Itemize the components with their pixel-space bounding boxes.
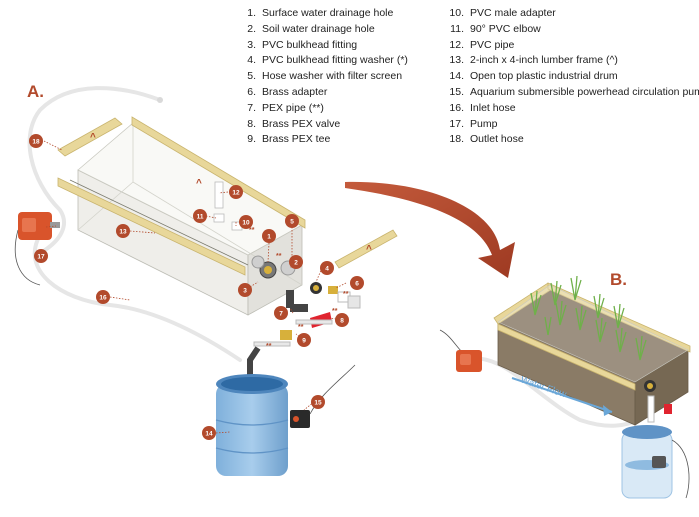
badge-14: 14 [202,426,216,440]
legend-item: 16.Inlet hose [449,101,516,114]
badge-18: 18 [29,134,43,148]
legend-item: 13.2-inch x 4-inch lumber frame (^) [449,54,618,67]
panel-label-a: A. [27,82,44,101]
badge-3: 3 [238,283,252,297]
svg-text:5: 5 [290,219,294,226]
badge-16: 16 [96,290,110,304]
legend-item: 11.90° PVC elbow [450,22,541,35]
transition-arrow [345,181,515,278]
svg-text:3: 3 [243,288,247,295]
svg-text:12: 12 [232,190,240,197]
svg-text:8: 8 [340,318,344,325]
legend-item: 12.PVC pipe [449,38,515,51]
svg-text:11: 11 [197,214,204,221]
badge-1: 1 [262,229,276,243]
badge-9: 9 [297,333,311,347]
svg-text:9: 9 [302,338,306,345]
svg-text:4: 4 [325,266,329,273]
caret-mark: ^ [366,244,372,255]
double-star-mark: ** [343,291,349,298]
double-star-mark: ** [332,308,338,315]
plants [530,275,647,361]
badge-2: 2 [289,255,303,269]
svg-text:7: 7 [279,311,283,318]
legend-item: 10.PVC male adapter [449,7,556,19]
outlet-hose-end [157,97,163,103]
aquarium-pump [290,364,356,428]
svg-text:6: 6 [355,281,359,288]
legend-item: 6.Brass adapter [247,85,328,98]
legend-item: 17.Pump [449,117,498,130]
legend-item: 7.PEX pipe (**) [247,101,324,114]
lumber-frame [57,116,398,276]
caret-mark: ^ [196,178,202,189]
legend-item: 8.Brass PEX valve [247,117,341,130]
svg-text:1: 1 [267,234,271,241]
legend-column-left: 1.Surface water drainage hole 2.Soil wat… [236,6,408,148]
legend-item: 1.Surface water drainage hole [247,7,394,19]
badge-10: 10 [239,215,253,229]
svg-text:18: 18 [32,139,40,146]
double-star-mark: ** [266,343,272,350]
badge-15: 15 [311,395,325,409]
legend-item: 9.Brass PEX tee [247,133,331,146]
legend-item: 5.Hose washer with filter screen [247,70,403,83]
pump-17 [18,212,60,240]
svg-text:16: 16 [99,295,107,302]
legend-item: 3.PVC bulkhead fitting [247,38,358,51]
badge-12: 12 [229,185,243,199]
badge-13: 13 [116,224,130,238]
badge-6: 6 [350,276,364,290]
double-star-mark: ** [249,227,255,234]
svg-text:10: 10 [242,220,250,227]
svg-text:2: 2 [294,260,298,267]
double-star-mark: ** [298,324,304,331]
inlet-hose [32,233,242,362]
pvc-pipe [214,181,224,209]
pump-cable [14,229,41,286]
legend-item: 18.Outlet hose [449,133,524,146]
svg-text:13: 13 [119,229,127,236]
exploded-fittings [247,282,361,378]
svg-text:17: 17 [37,254,45,261]
legend-column-right: 10.PVC male adapter 11.90° PVC elbow 12.… [444,6,699,148]
caret-mark: ^ [90,132,96,143]
badge-11: 11 [193,209,207,223]
double-star-mark: ** [276,253,282,260]
badge-4: 4 [320,261,334,275]
svg-text:15: 15 [314,400,322,407]
legend-item: 2.Soil water drainage hole [247,22,375,35]
badge-17: 17 [34,249,48,263]
legend-item: 15.Aquarium submersible powerhead circul… [449,85,699,98]
badge-8: 8 [335,313,349,327]
pvc-elbow [213,213,225,223]
svg-text:14: 14 [205,431,213,438]
legend-item: 4.PVC bulkhead fitting washer (*) [247,54,408,67]
drum [215,374,289,476]
legend-item: 14.Open top plastic industrial drum [449,70,618,83]
badge-5: 5 [285,214,299,228]
badge-7: 7 [274,306,288,320]
frame-rod [69,179,249,266]
panel-label-b: B. [610,270,627,289]
